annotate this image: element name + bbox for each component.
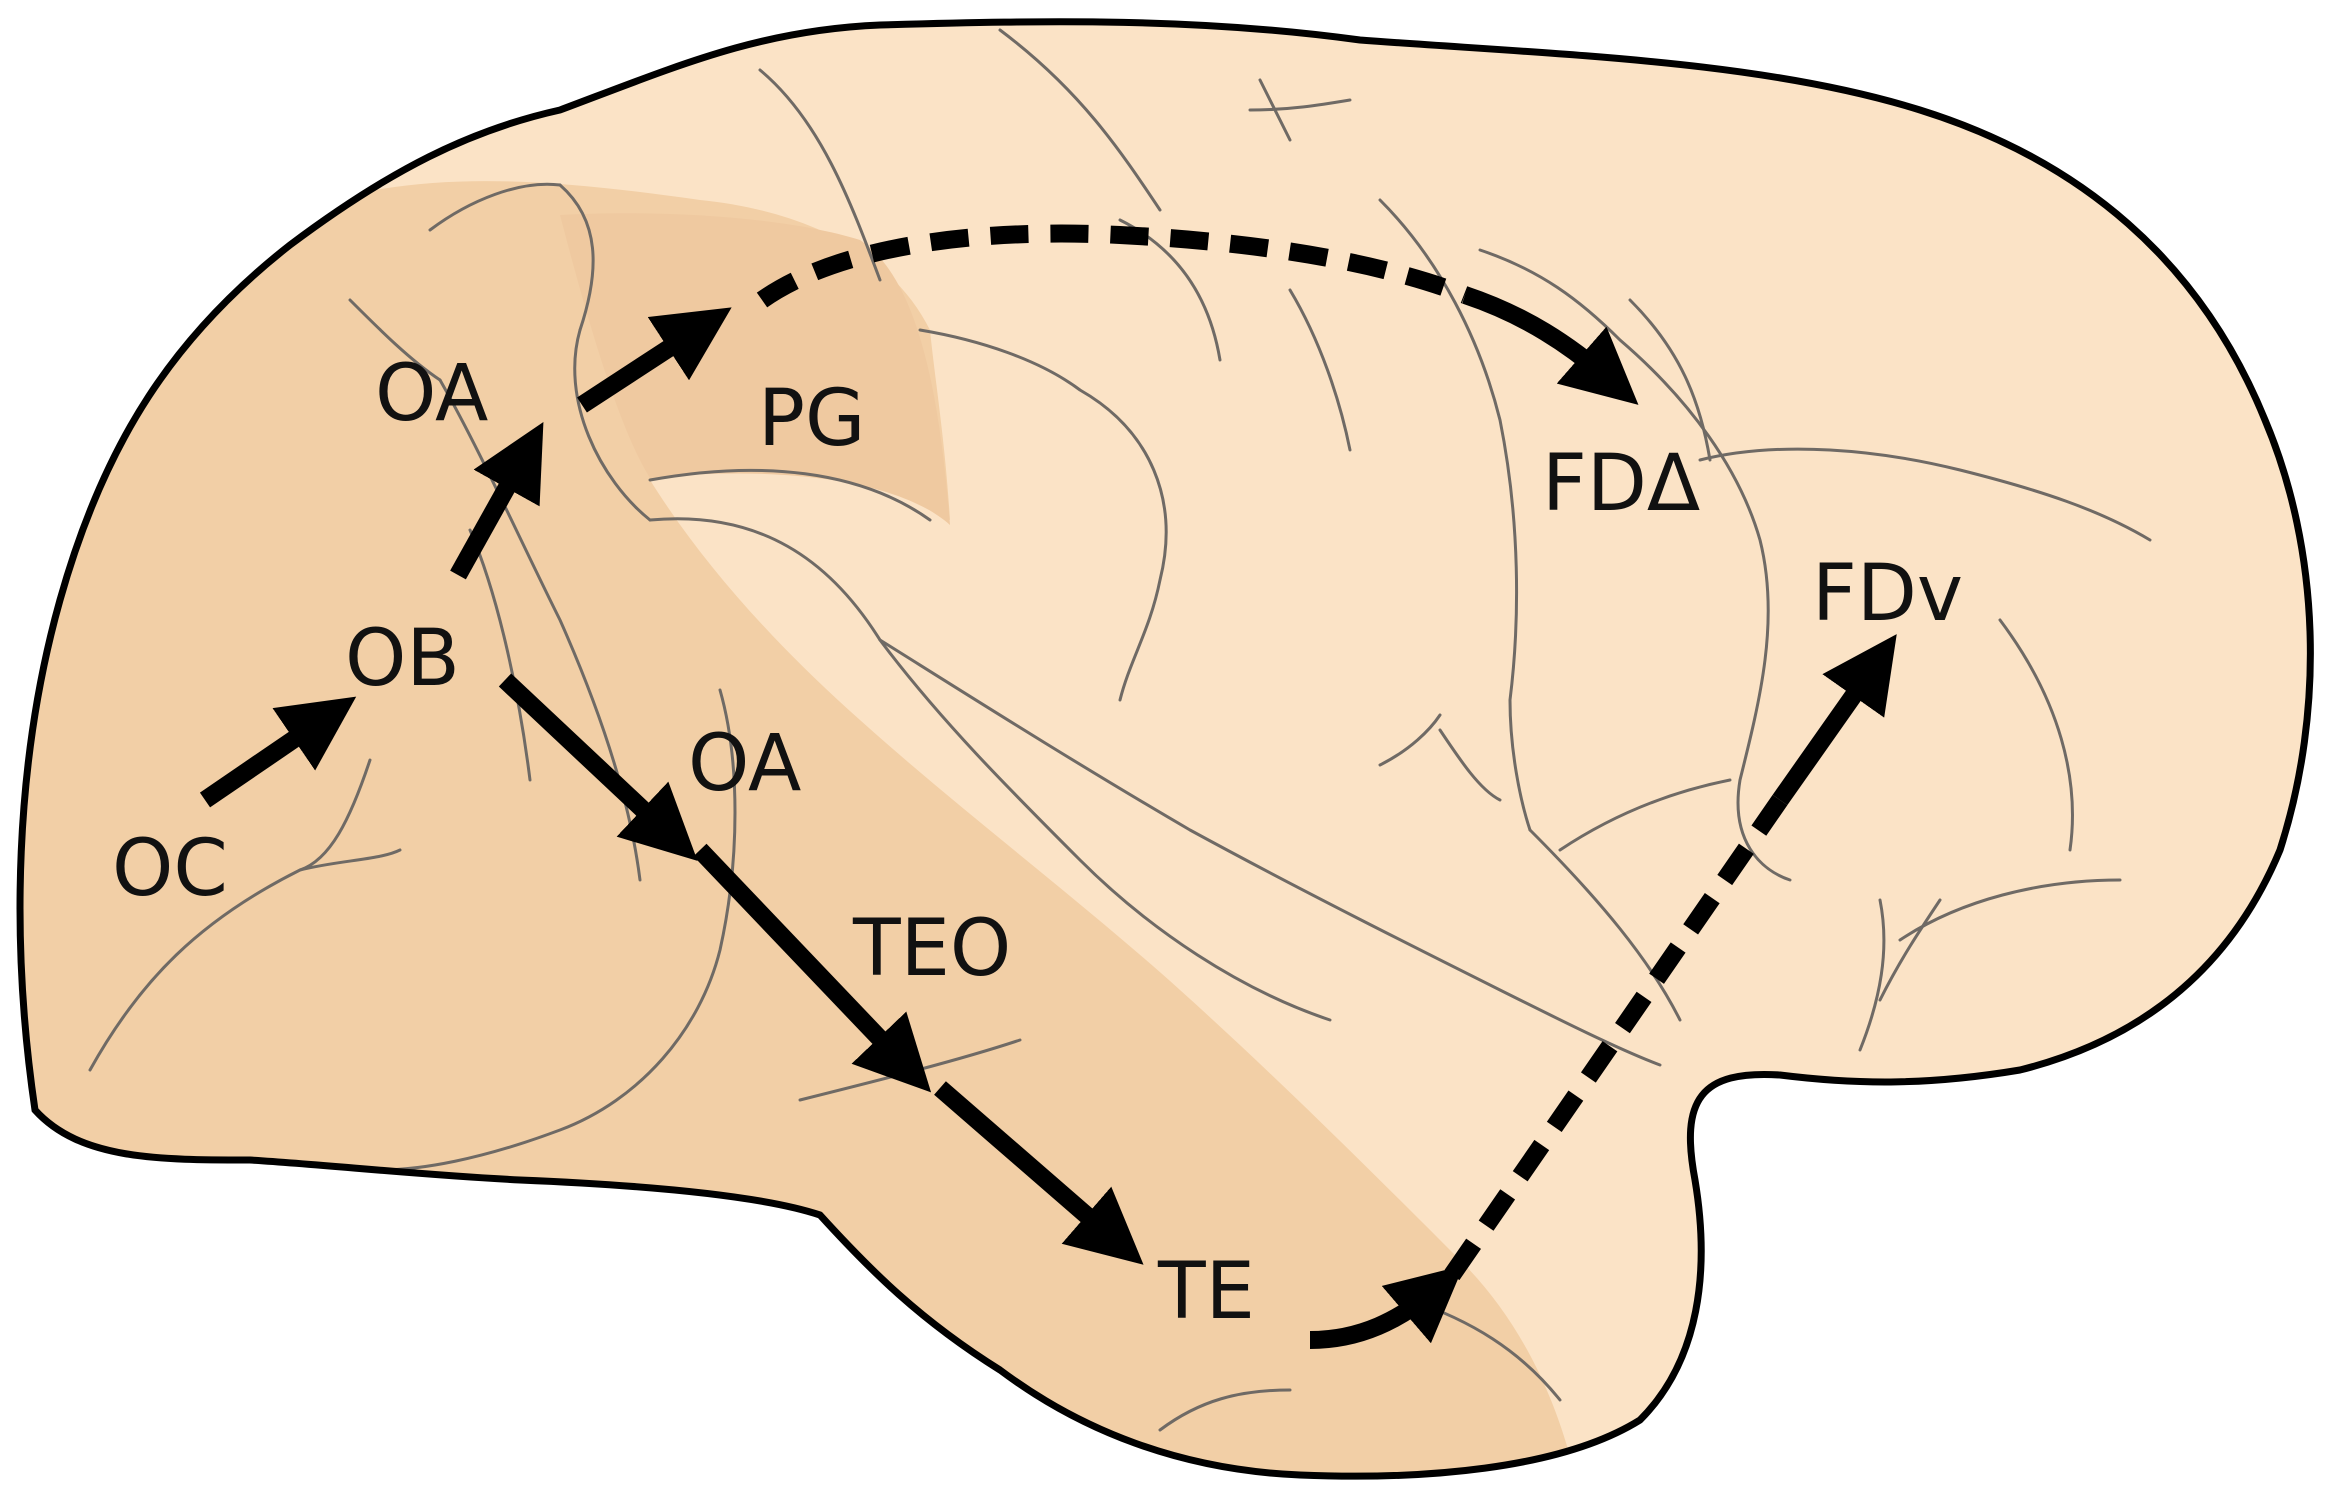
label-oa-ventral: OA xyxy=(688,719,801,809)
label-teo: TEO xyxy=(852,904,1011,994)
label-fd-delta: FDΔ xyxy=(1542,439,1700,529)
label-pg: PG xyxy=(758,374,865,464)
label-oc: OC xyxy=(112,824,228,914)
label-te: TE xyxy=(1157,1247,1255,1337)
label-ob: OB xyxy=(345,614,460,704)
label-oa-dorsal: OA xyxy=(375,349,488,439)
label-fd-v: FDv xyxy=(1812,549,1963,639)
